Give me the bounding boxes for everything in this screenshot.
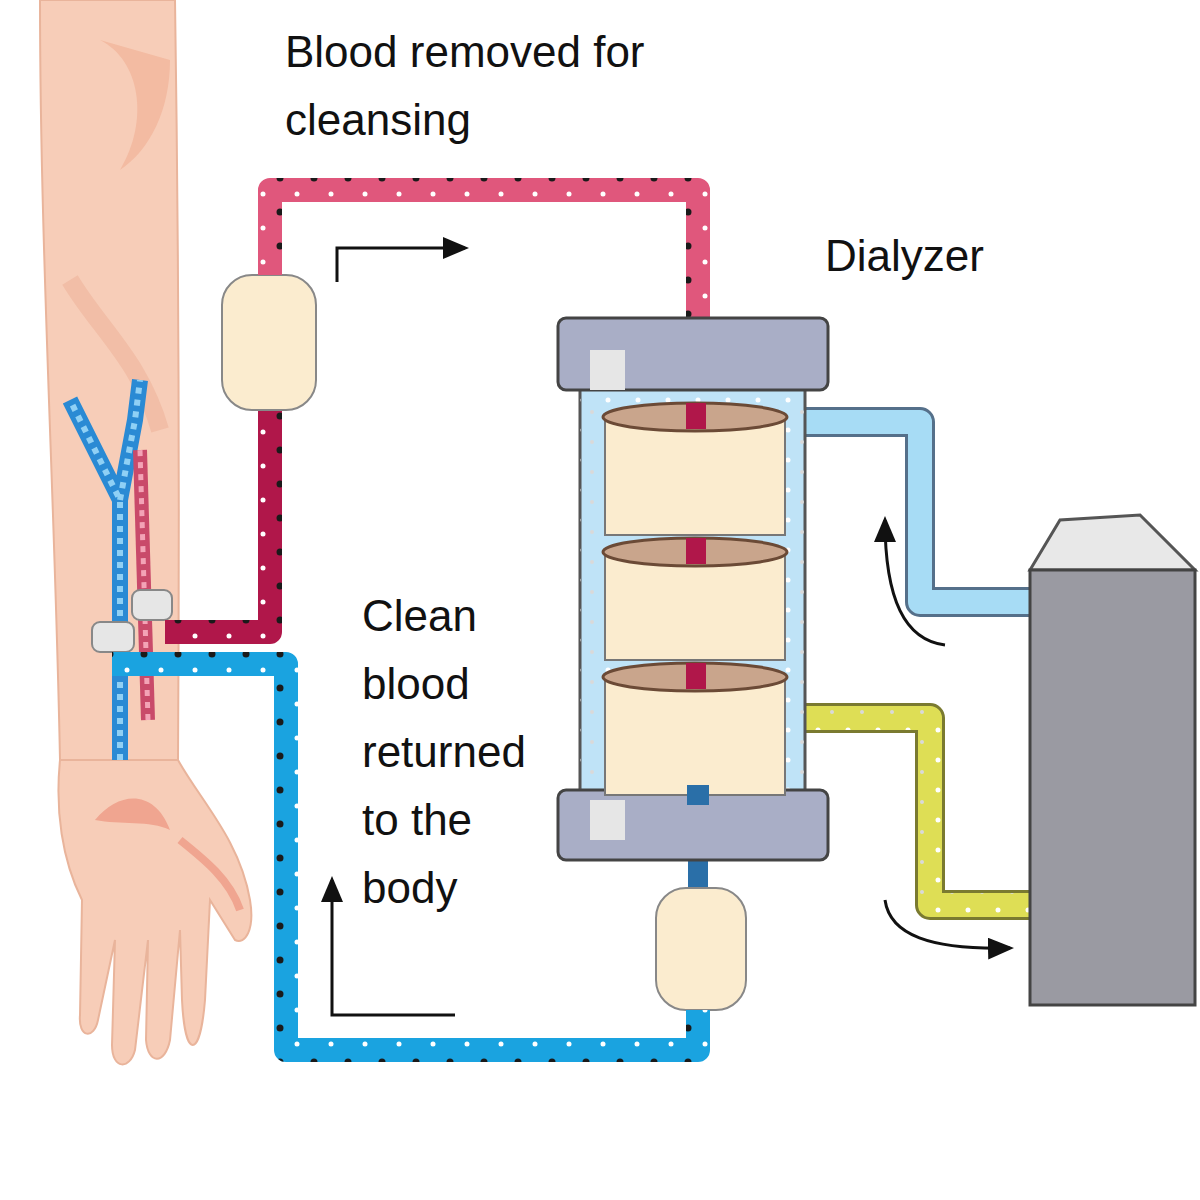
blood-channel — [686, 538, 706, 564]
filter-cylinder — [605, 415, 785, 535]
filter-ring — [603, 663, 787, 691]
label-text: Clean blood returned to the body — [362, 582, 552, 922]
label-text: Blood removed for cleansing — [285, 18, 735, 154]
filter-cylinder — [605, 675, 785, 795]
filter-ring — [603, 403, 787, 431]
filter-ring — [603, 538, 787, 566]
label-text: Dialyzer — [825, 222, 1065, 290]
flow-arrows — [332, 248, 1010, 1015]
dialysate-lines — [800, 422, 1035, 905]
dialysis-machine — [1030, 515, 1195, 1005]
blood-channel — [686, 663, 706, 689]
arm — [40, 0, 251, 1064]
blood-channel — [686, 403, 706, 429]
dialyzer-unit — [558, 318, 828, 860]
